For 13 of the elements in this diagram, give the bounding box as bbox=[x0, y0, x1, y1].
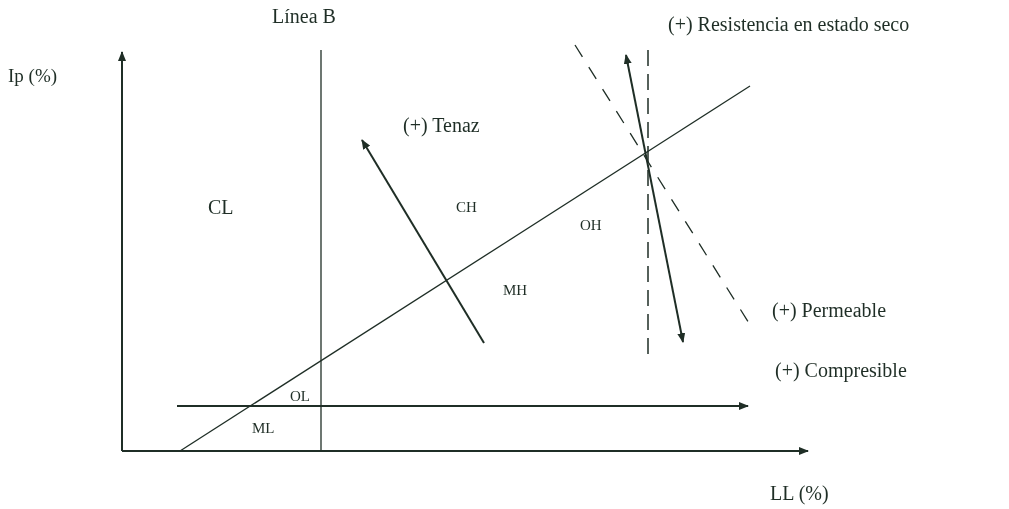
chart-label: ML bbox=[252, 421, 275, 436]
chart-label: OL bbox=[290, 389, 310, 404]
chart-label: Línea B bbox=[272, 6, 336, 26]
chart-label: MH bbox=[503, 283, 528, 298]
chart-label: (+) Compresible bbox=[775, 360, 907, 380]
chart-label: CL bbox=[208, 197, 234, 217]
chart-label: (+) Permeable bbox=[772, 300, 886, 320]
chart-label: LL (%) bbox=[770, 483, 829, 503]
chart-label: CH bbox=[456, 200, 477, 215]
chart-label: (+) Resistencia en estado seco bbox=[668, 14, 910, 34]
chart-label: Ip (%) bbox=[8, 66, 58, 85]
chart-label: OH bbox=[580, 218, 602, 233]
chart-label: (+) Tenaz bbox=[403, 115, 480, 135]
